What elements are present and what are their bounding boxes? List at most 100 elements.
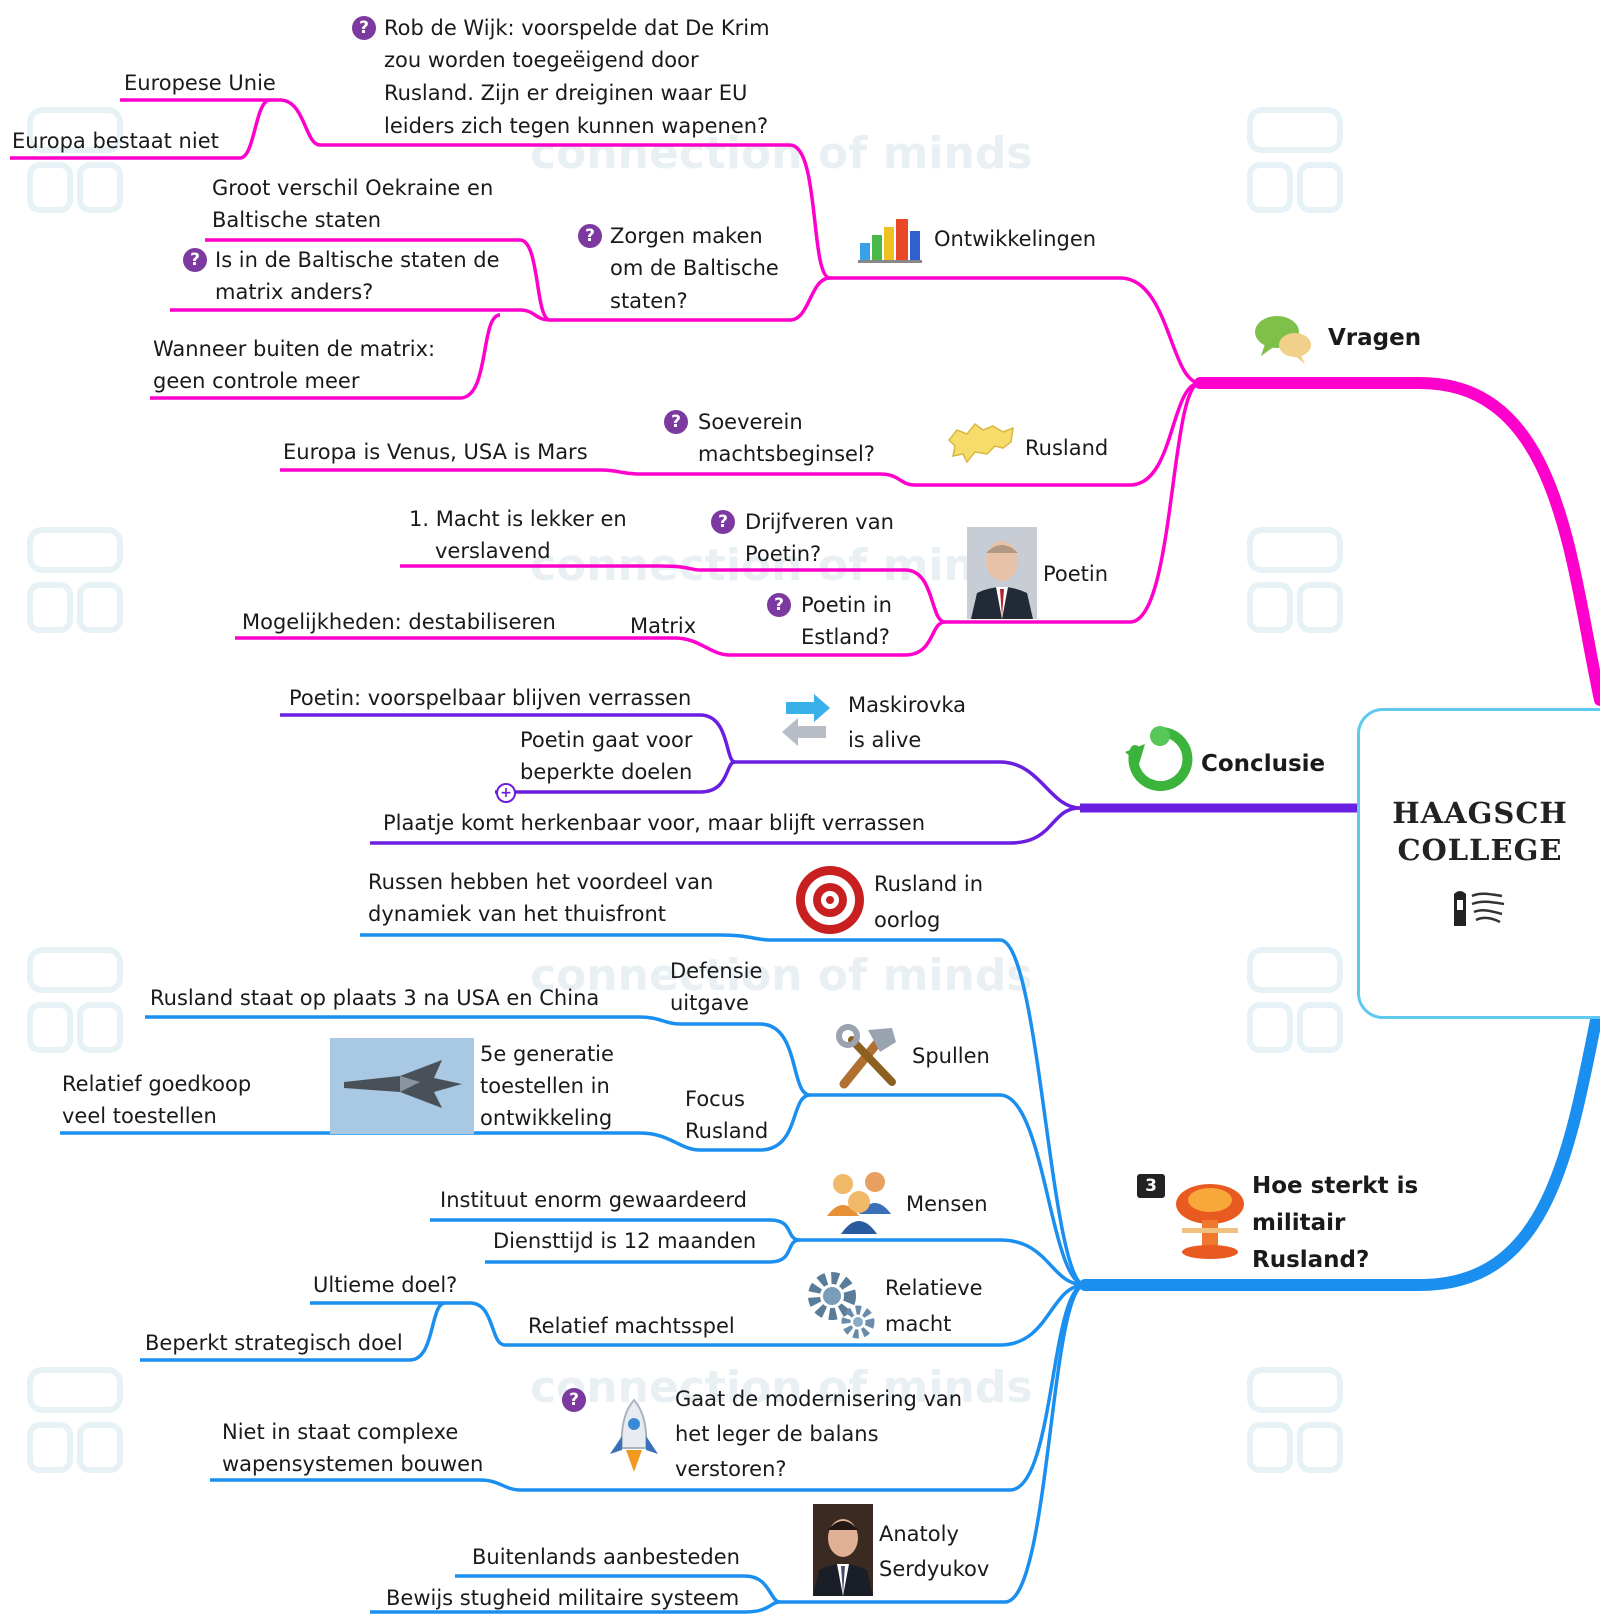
node-voorspelbaar[interactable]: Poetin: voorspelbaar blijven verrassen	[289, 686, 692, 710]
node-rob-de-wijk-1[interactable]: Rob de Wijk: voorspelde dat De Krim	[384, 16, 770, 40]
node-ultieme-doel[interactable]: Ultieme doel?	[313, 1273, 458, 1297]
node-zorgen-2[interactable]: om de Baltische	[610, 256, 779, 280]
node-spullen[interactable]: Spullen	[912, 1044, 990, 1068]
node-complexe-2[interactable]: wapensystemen bouwen	[222, 1452, 484, 1476]
node-macht-lekker-1[interactable]: 1. Macht is lekker en	[409, 507, 627, 531]
watermark: connection of minds	[530, 950, 1033, 1001]
node-maskirovka-1[interactable]: Maskirovka	[848, 693, 967, 717]
node-serdyukov-1[interactable]: Anatoly	[879, 1522, 959, 1546]
central-topic[interactable]: HAAGSCH COLLEGE	[1357, 708, 1600, 1019]
watermark-icon	[27, 527, 123, 633]
node-modernisering-3[interactable]: verstoren?	[675, 1457, 787, 1481]
question-icon: ?	[767, 593, 791, 617]
node-modernisering-1[interactable]: Gaat de modernisering van	[675, 1387, 963, 1411]
branch-militair-label-2[interactable]: militair	[1252, 1210, 1346, 1236]
node-diensttijd[interactable]: Diensttijd is 12 maanden	[493, 1229, 757, 1253]
branch-militair-label-3[interactable]: Rusland?	[1252, 1247, 1370, 1273]
explosion-icon	[1176, 1184, 1244, 1259]
watermark-icon	[1247, 107, 1343, 213]
conclusie-connectors	[280, 713, 1081, 845]
node-beperkte-doelen-2[interactable]: beperkte doelen	[520, 760, 693, 784]
node-mensen[interactable]: Mensen	[906, 1192, 988, 1216]
node-oorlog-1[interactable]: Rusland in	[874, 872, 984, 896]
node-soeverein-2[interactable]: machtsbeginsel?	[698, 442, 875, 466]
priority-badge: 3	[1137, 1174, 1165, 1198]
node-poetin[interactable]: Poetin	[1043, 562, 1109, 586]
node-beperkt-strategisch[interactable]: Beperkt strategisch doel	[145, 1331, 403, 1355]
branch-conclusie-label[interactable]: Conclusie	[1201, 751, 1326, 777]
node-bewijs[interactable]: Bewijs stugheid militaire systeem	[386, 1586, 740, 1610]
question-icon: ?	[664, 410, 688, 434]
node-maskirovka-2[interactable]: is alive	[848, 728, 922, 752]
node-buitenlands[interactable]: Buitenlands aanbesteden	[472, 1545, 740, 1569]
node-generatie-1[interactable]: 5e generatie	[480, 1042, 614, 1066]
node-goedkoop-1[interactable]: Relatief goedkoop	[62, 1072, 252, 1096]
node-machtsspel[interactable]: Relatief machtsspel	[528, 1314, 735, 1338]
node-matrix-anders-1[interactable]: Is in de Baltische staten de	[215, 248, 500, 272]
node-goedkoop-2[interactable]: veel toestellen	[62, 1104, 217, 1128]
node-europese-unie[interactable]: Europese Unie	[124, 71, 276, 95]
bar-chart-icon	[858, 219, 922, 263]
putin-portrait-icon	[967, 527, 1037, 619]
node-relatieve-macht-1[interactable]: Relatieve	[885, 1276, 983, 1300]
gears-icon	[808, 1272, 875, 1339]
node-matrix[interactable]: Matrix	[630, 614, 697, 638]
watermark-icon	[1247, 527, 1343, 633]
node-plaats3[interactable]: Rusland staat op plaats 3 na USA en Chin…	[150, 986, 600, 1010]
watermark-icon	[1247, 1367, 1343, 1473]
watermark-icon	[27, 947, 123, 1053]
node-focus-1[interactable]: Focus	[685, 1087, 745, 1111]
node-zorgen-1[interactable]: Zorgen maken	[610, 224, 763, 248]
central-title-line2: COLLEGE	[1397, 833, 1563, 867]
node-complexe-1[interactable]: Niet in staat complexe	[222, 1420, 459, 1444]
node-thuisfront-1[interactable]: Russen hebben het voordeel van	[368, 870, 714, 894]
node-generatie-2[interactable]: toestellen in	[480, 1074, 610, 1098]
node-thuisfront-2[interactable]: dynamiek van het thuisfront	[368, 902, 666, 926]
watermark-text: of minds	[817, 950, 1033, 1001]
branch-vragen-label[interactable]: Vragen	[1328, 325, 1422, 351]
node-instituut[interactable]: Instituut enorm gewaardeerd	[440, 1188, 747, 1212]
node-generatie-3[interactable]: ontwikkeling	[480, 1106, 613, 1130]
node-estland-2[interactable]: Estland?	[801, 625, 890, 649]
question-icon: ?	[711, 510, 735, 534]
node-estland-1[interactable]: Poetin in	[801, 593, 892, 617]
expand-toggle[interactable]: +	[496, 783, 516, 803]
node-rob-de-wijk-3[interactable]: Rusland. Zijn er dreiginen waar EU	[384, 81, 748, 105]
watermark-text: connection	[530, 128, 803, 179]
node-europa-bestaat-niet[interactable]: Europa bestaat niet	[12, 129, 219, 153]
target-icon	[796, 866, 864, 934]
node-rob-de-wijk-2[interactable]: zou worden toegeëigend door	[384, 48, 699, 72]
node-modernisering-2[interactable]: het leger de balans	[675, 1422, 879, 1446]
node-beperkte-doelen-1[interactable]: Poetin gaat voor	[520, 728, 693, 752]
node-buiten-matrix-2[interactable]: geen controle meer	[153, 369, 360, 393]
node-serdyukov-2[interactable]: Serdyukov	[879, 1557, 990, 1581]
watermark-icon	[27, 107, 123, 213]
node-drijfveren-1[interactable]: Drijfveren van	[745, 510, 894, 534]
node-focus-2[interactable]: Rusland	[685, 1119, 769, 1143]
node-groot-verschil-2[interactable]: Baltische staten	[212, 208, 382, 232]
node-zorgen-3[interactable]: staten?	[610, 289, 688, 313]
node-buiten-matrix-1[interactable]: Wanneer buiten de matrix:	[153, 337, 436, 361]
node-rusland[interactable]: Rusland	[1025, 436, 1109, 460]
node-defensie-2[interactable]: uitgave	[670, 991, 749, 1015]
node-drijfveren-2[interactable]: Poetin?	[745, 542, 822, 566]
node-venus-mars[interactable]: Europa is Venus, USA is Mars	[283, 440, 588, 464]
node-macht-lekker-2[interactable]: verslavend	[435, 539, 551, 563]
node-plaatje[interactable]: Plaatje komt herkenbaar voor, maar blijf…	[383, 811, 926, 835]
node-oorlog-2[interactable]: oorlog	[874, 908, 941, 932]
node-ontwikkelingen[interactable]: Ontwikkelingen	[934, 227, 1097, 251]
node-groot-verschil-1[interactable]: Groot verschil Oekraine en	[212, 176, 494, 200]
node-rob-de-wijk-4[interactable]: leiders zich tegen kunnen wapenen?	[384, 114, 769, 138]
node-matrix-anders-2[interactable]: matrix anders?	[215, 280, 374, 304]
node-defensie-1[interactable]: Defensie	[670, 959, 763, 983]
node-soeverein-1[interactable]: Soeverein	[698, 410, 803, 434]
question-icon: ?	[352, 16, 376, 40]
branch-militair-label-1[interactable]: Hoe sterkt is	[1252, 1173, 1419, 1199]
watermark-icon	[27, 1367, 123, 1473]
people-icon	[827, 1172, 891, 1234]
watermark-text: connection	[530, 950, 803, 1001]
node-relatieve-macht-2[interactable]: macht	[885, 1312, 952, 1336]
node-mogelijkheden[interactable]: Mogelijkheden: destabiliseren	[242, 610, 556, 634]
